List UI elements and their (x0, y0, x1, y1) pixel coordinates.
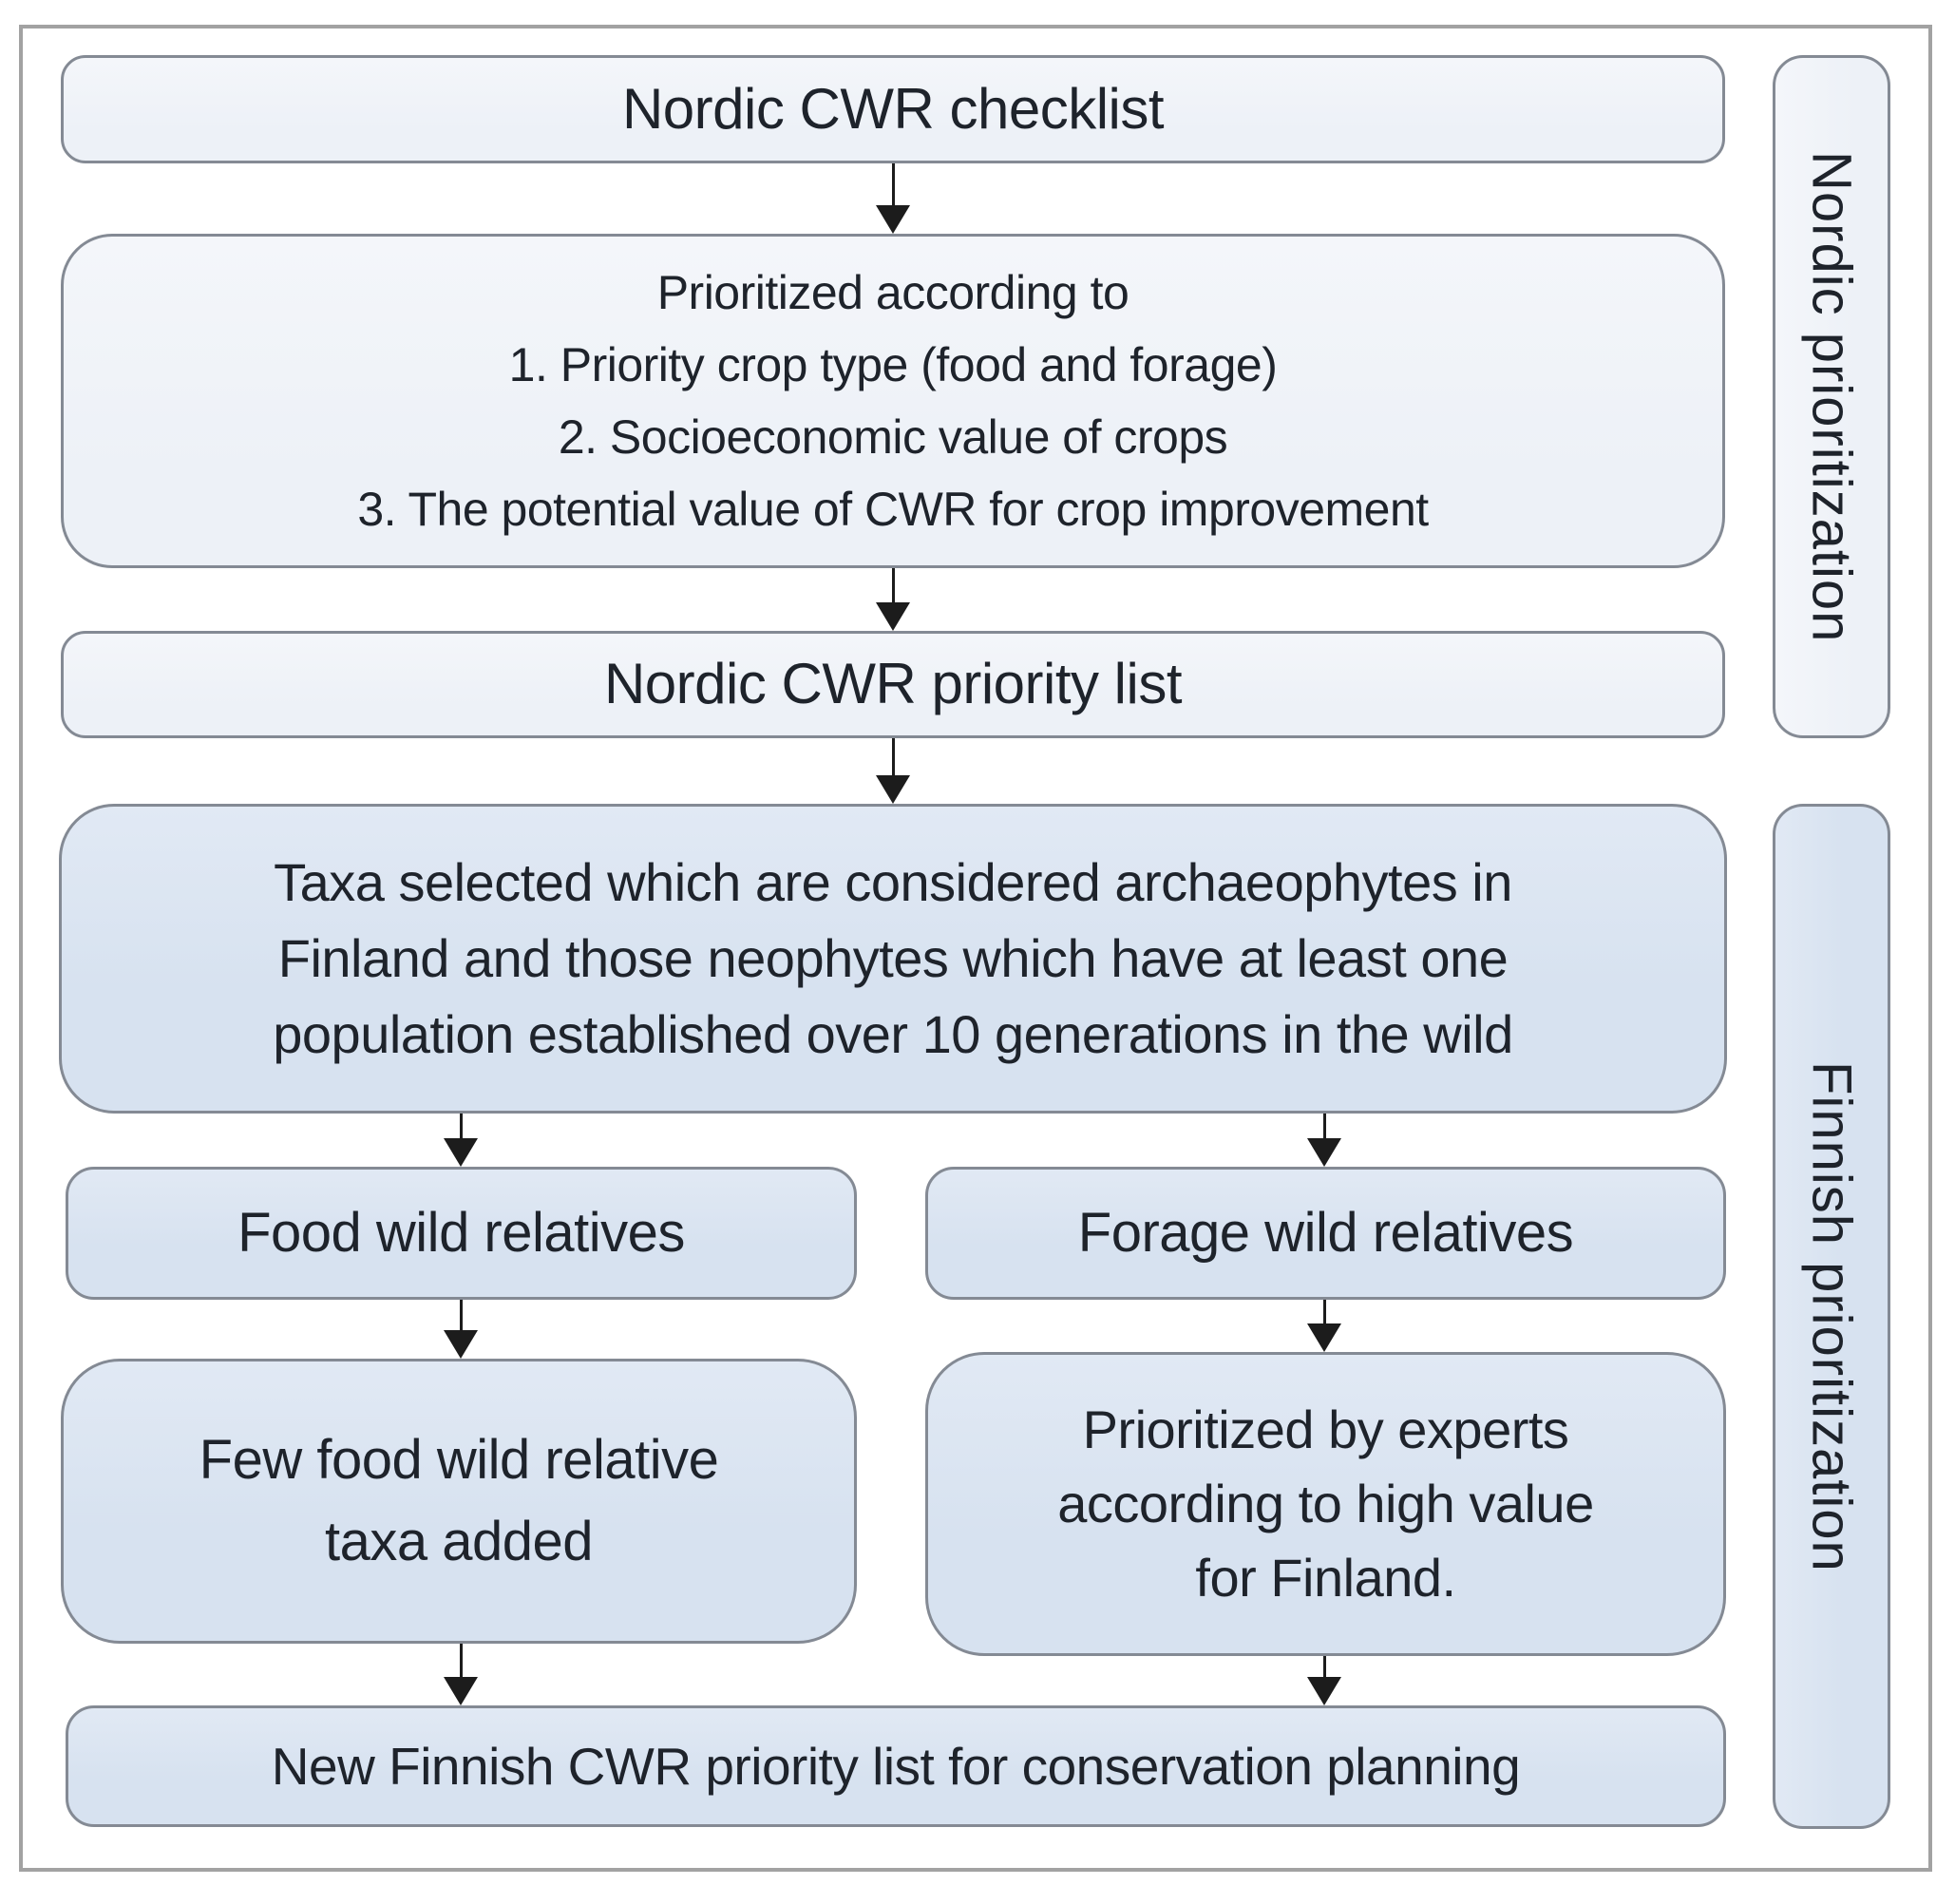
arrow-down-icon (444, 1677, 478, 1705)
arrow-line (459, 1300, 463, 1330)
taxa-line: Taxa selected which are considered archa… (274, 852, 1512, 912)
arrow-down-icon (1307, 1138, 1341, 1167)
arrow-line (459, 1644, 463, 1677)
node-nordic-cwr-checklist: Nordic CWR checklist (61, 55, 1725, 163)
arrow-line (1322, 1300, 1326, 1323)
node-label: Nordic CWR checklist (621, 76, 1165, 141)
experts-line: according to high value (1057, 1474, 1594, 1533)
arrow-down-icon (876, 775, 910, 804)
node-food-wild-relatives: Food wild relatives (66, 1167, 857, 1300)
arrow-down-icon (1307, 1677, 1341, 1705)
node-expert-prioritization: Prioritized by experts according to high… (925, 1352, 1726, 1656)
side-label-nordic-prioritization: Nordic prioritization (1773, 55, 1890, 738)
fewfood-line: taxa added (324, 1511, 594, 1572)
flow-arrow-checklist-to-criteria (876, 163, 910, 234)
node-label: Food wild relatives (237, 1201, 685, 1264)
taxa-line: Finland and those neophytes which have a… (277, 928, 1509, 988)
criteria-line: Prioritized according to (656, 266, 1129, 319)
taxa-line: population established over 10 generatio… (273, 1004, 1513, 1064)
flow-arrow-prioritylist-to-taxa (876, 738, 910, 804)
node-taxa-selection: Taxa selected which are considered archa… (59, 804, 1727, 1114)
side-label-text: Nordic prioritization (1800, 150, 1863, 643)
node-nordic-cwr-priority-list: Nordic CWR priority list (61, 631, 1725, 738)
arrow-down-icon (876, 205, 910, 234)
fewfood-line: Few food wild relative (199, 1429, 719, 1491)
flow-arrow-taxa-to-food (444, 1114, 478, 1167)
arrow-down-icon (876, 602, 910, 631)
arrow-line (459, 1114, 463, 1138)
experts-line: Prioritized by experts (1082, 1399, 1569, 1459)
flow-arrow-fewfood-to-newlist (444, 1644, 478, 1705)
flow-arrow-taxa-to-forage (1307, 1114, 1341, 1167)
node-few-food-taxa-added: Few food wild relative taxa added (61, 1359, 857, 1644)
node-prioritization-criteria: Prioritized according to 1. Priority cro… (61, 234, 1725, 568)
arrow-line (891, 738, 895, 775)
flow-arrow-forage-to-experts (1307, 1300, 1341, 1352)
side-label-text: Finnish prioritization (1800, 1060, 1863, 1572)
arrow-line (1322, 1114, 1326, 1138)
flow-arrow-criteria-to-prioritylist (876, 568, 910, 631)
node-label: Nordic CWR priority list (603, 652, 1183, 716)
arrow-down-icon (444, 1330, 478, 1359)
side-label-finnish-prioritization: Finnish prioritization (1773, 804, 1890, 1829)
criteria-line: 3. The potential value of CWR for crop i… (357, 483, 1429, 536)
flow-arrow-experts-to-newlist (1307, 1656, 1341, 1705)
node-forage-wild-relatives: Forage wild relatives (925, 1167, 1726, 1300)
node-new-finnish-priority-list: New Finnish CWR priority list for conser… (66, 1705, 1726, 1827)
arrow-line (891, 568, 895, 602)
arrow-line (891, 163, 895, 205)
flow-arrow-food-to-fewfood (444, 1300, 478, 1359)
arrow-line (1322, 1656, 1326, 1677)
criteria-line: 1. Priority crop type (food and forage) (508, 338, 1278, 391)
node-label: Forage wild relatives (1077, 1201, 1574, 1264)
criteria-line: 2. Socioeconomic value of crops (558, 410, 1228, 464)
arrow-down-icon (444, 1138, 478, 1167)
arrow-down-icon (1307, 1323, 1341, 1352)
experts-line: for Finland. (1195, 1548, 1456, 1608)
node-label: New Finnish CWR priority list for conser… (271, 1736, 1521, 1796)
